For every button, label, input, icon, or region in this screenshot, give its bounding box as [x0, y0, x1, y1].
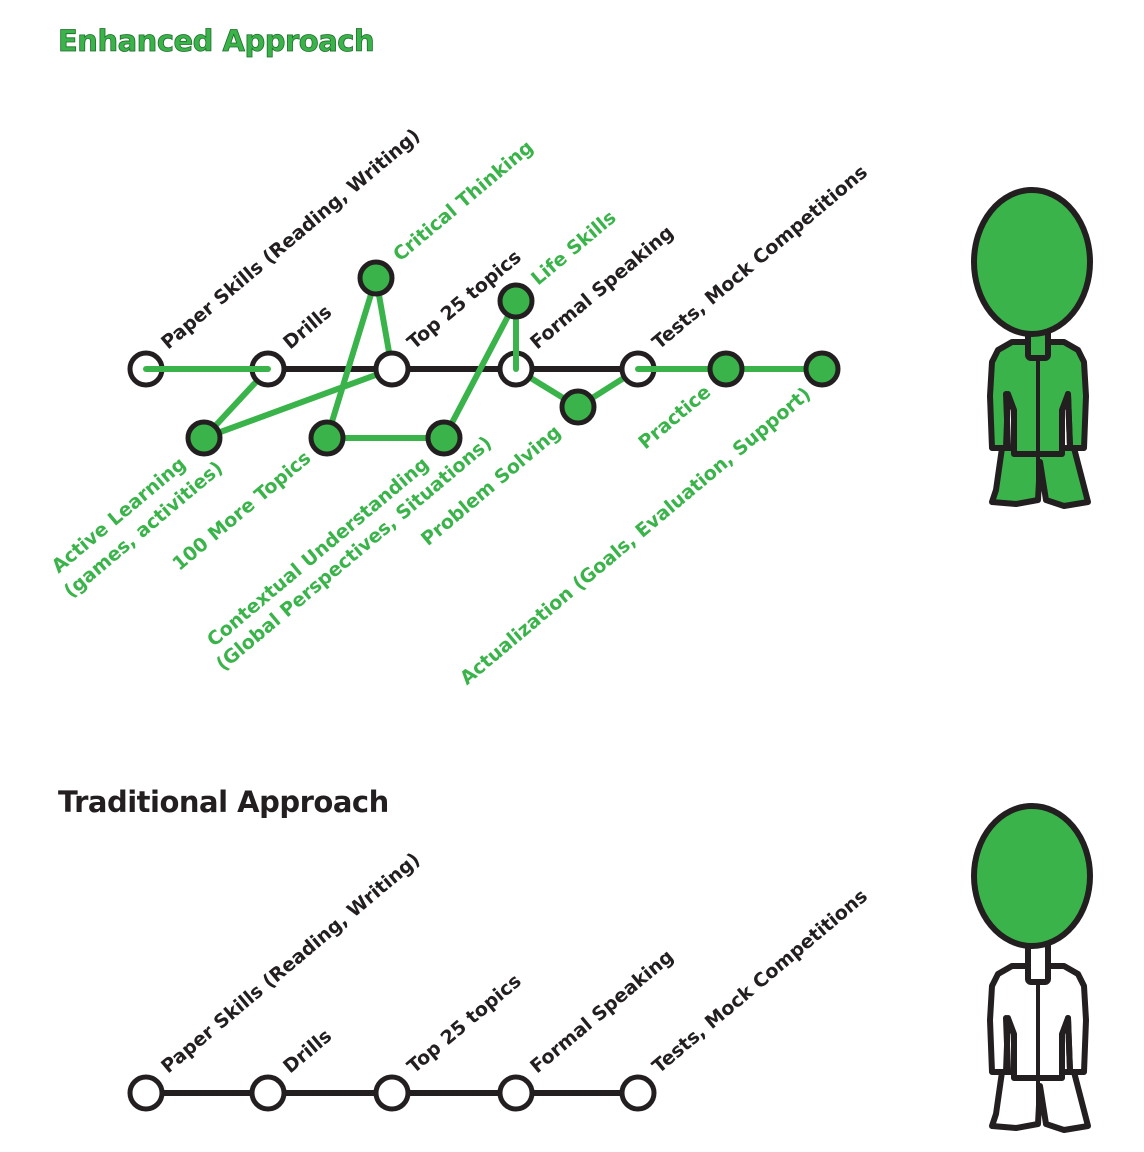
- head-traditional: [971, 803, 1093, 949]
- person-icon-traditional: [971, 803, 1093, 1133]
- node-practice: [707, 350, 745, 388]
- node-top-25-topics-traditional: [373, 1074, 411, 1112]
- node-100-more-topics: [308, 419, 346, 457]
- node-drills-traditional: [249, 1074, 287, 1112]
- enhanced-green-nodes: [185, 259, 841, 457]
- label-practice: Practice: [634, 381, 715, 454]
- node-paper-skills-traditional: [127, 1074, 165, 1112]
- enhanced-path-diagram: Paper Skills (Reading, Writing) Drills T…: [48, 125, 872, 690]
- node-contextual-understanding: [425, 419, 463, 457]
- node-problem-solving: [559, 388, 597, 426]
- person-icon-enhanced: [971, 187, 1093, 509]
- node-formal-speaking-traditional: [497, 1074, 535, 1112]
- node-active-learning: [185, 419, 223, 457]
- enhanced-approach-title: Enhanced Approach: [58, 24, 375, 59]
- label-tests-mock-competitions: Tests, Mock Competitions: [648, 161, 872, 354]
- node-top-25-topics: [373, 350, 411, 388]
- label-contextual-understanding: Contextual Understanding: [203, 453, 433, 651]
- label-drills-traditional: Drills: [279, 1025, 336, 1078]
- label-paper-skills-traditional: Paper Skills (Reading, Writing): [157, 849, 424, 1078]
- head-enhanced: [971, 187, 1093, 337]
- node-life-skills: [497, 282, 535, 320]
- label-drills: Drills: [279, 301, 336, 354]
- node-critical-thinking: [357, 259, 395, 297]
- label-100-more-topics: 100 More Topics: [168, 447, 315, 575]
- label-top-25-topics-traditional: Top 25 topics: [403, 970, 526, 1078]
- label-actualization: Actualization (Goals, Evaluation, Suppor…: [456, 383, 815, 689]
- label-tests-mock-competitions-traditional: Tests, Mock Competitions: [648, 885, 872, 1078]
- label-contextual-detail: (Global Perspectives, Situations): [212, 432, 496, 675]
- node-tests-mock-competitions-traditional: [619, 1074, 657, 1112]
- traditional-path-diagram: Paper Skills (Reading, Writing) Drills T…: [127, 849, 872, 1112]
- label-critical-thinking: Critical Thinking: [389, 136, 538, 266]
- node-actualization: [803, 350, 841, 388]
- traditional-approach-title: Traditional Approach: [58, 785, 389, 819]
